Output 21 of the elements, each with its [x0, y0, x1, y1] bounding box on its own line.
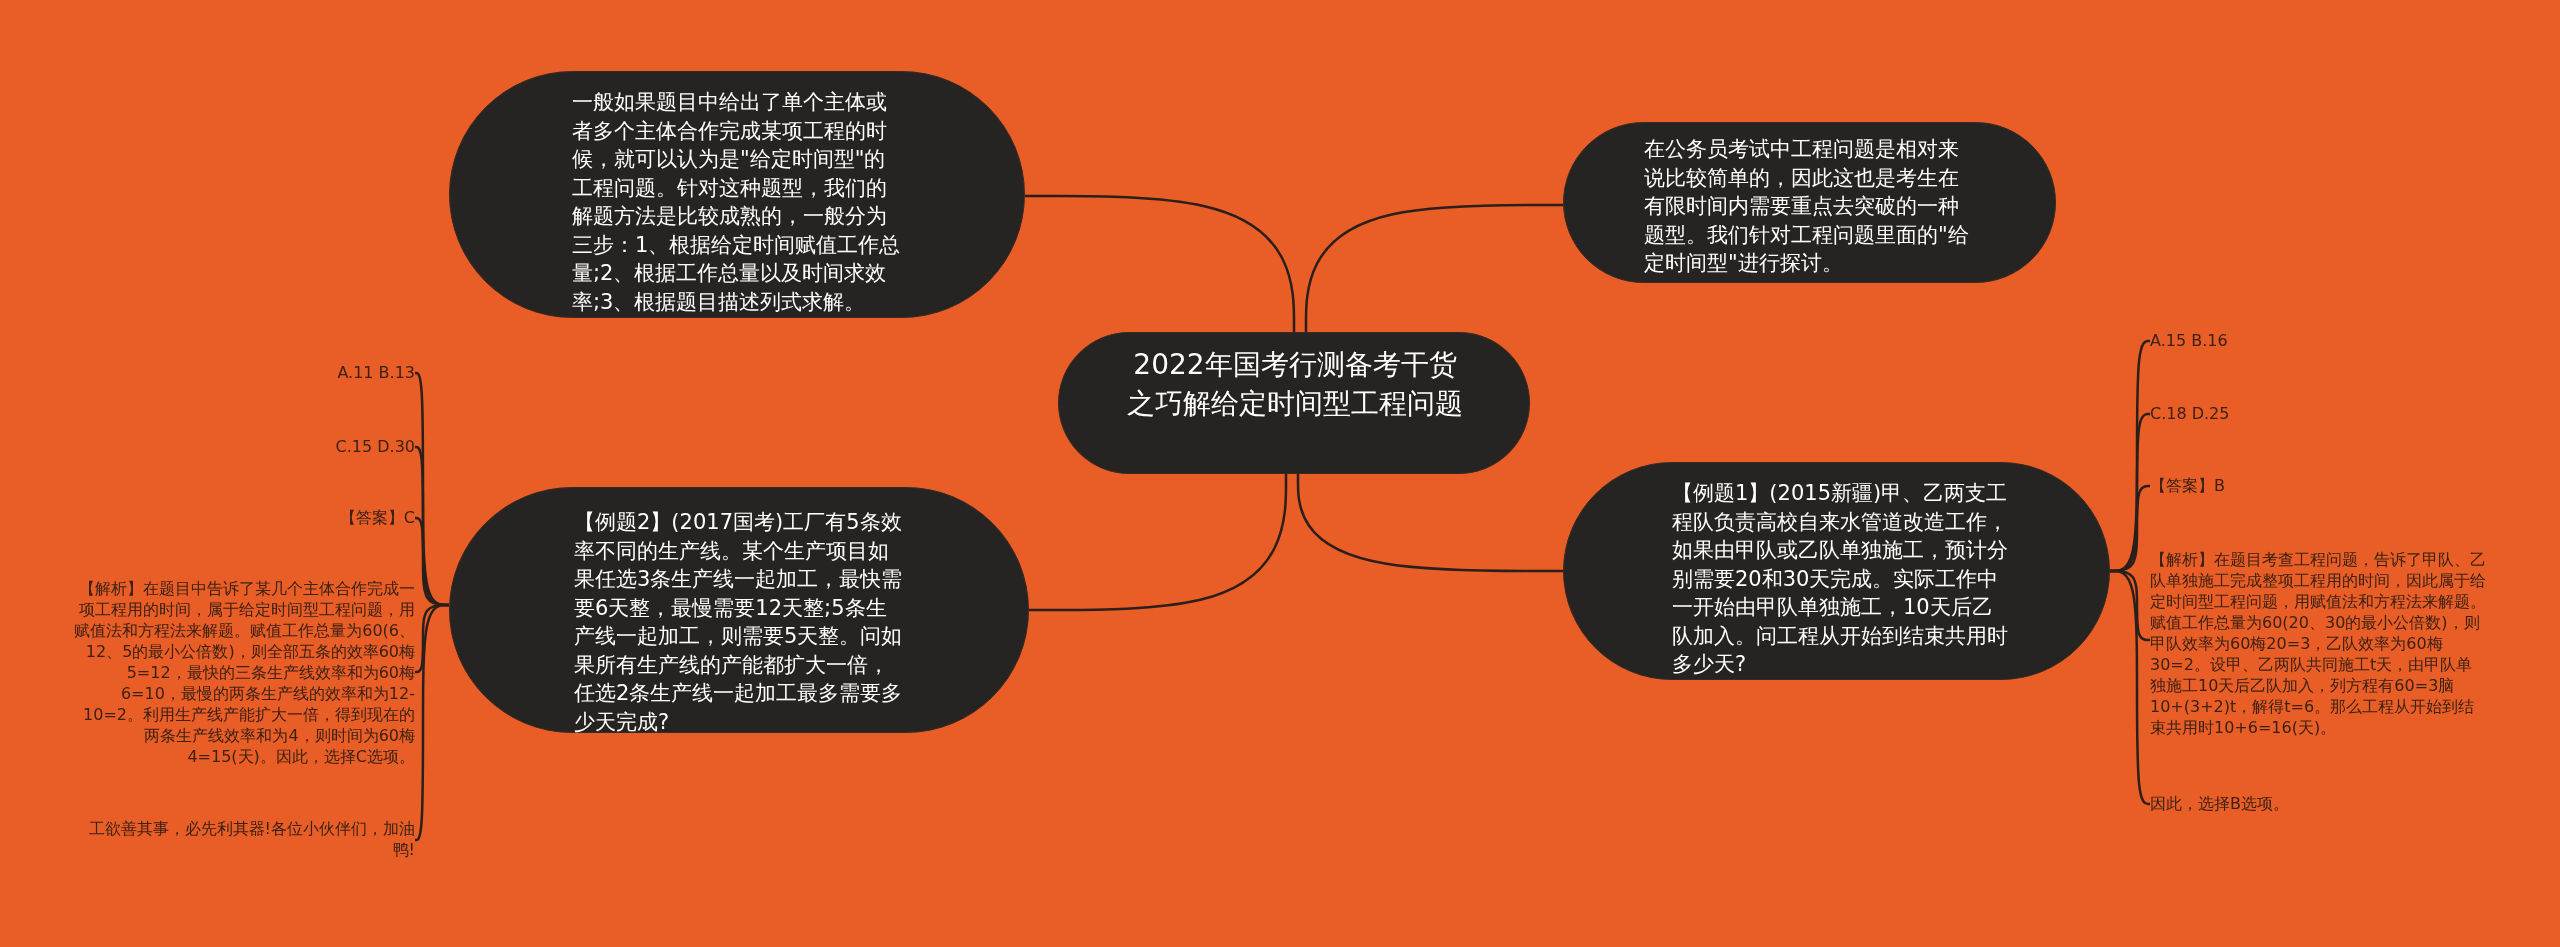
leaf-text: C.15 D.30 — [200, 436, 415, 457]
leaf-text: 【解析】在题目中告诉了某几个主体合作完成一项工程用的时间，属于给定时间型工程问题，用赋值法和方程法来解题。赋值工作总量为60(6、12、5的最小公倍数)，则全部五条的效率60梅5=12，最快的三条生产线效率和为60梅6=10，最慢的两条生产线的效率和为12-10=2。利用生产线产能扩大一倍，得到现在的两条生产线效率和为4，则时间为60梅4=15(天)。因此，选择C选项。 — [73, 578, 415, 767]
topic-text: 一般如果题目中给出了单个主体或者多个主体合作完成某项工程的时候，就可以认为是"给定时间型"的工程问题。针对这种题型，我们的解题方法是比较成熟的，一般分为三步：1、根据给定时间赋值工作总量;2、根据工作总量以及时间求效率;3、根据题目描述列式求解。 — [572, 89, 902, 316]
bracket-connector — [414, 603, 449, 842]
leaf-text: 【解析】在题目考查工程问题，告诉了甲队、乙队单独施工完成整项工程用的时间，因此属于给定时间型工程问题，用赋值法和方程法来解题。赋值工作总量为60(20、30的最小公倍数)，则甲队效率为60梅20=3，乙队效率为60梅30=2。设甲、乙两队共同施工t天，由甲队单独施工10天后乙队加入，列方程有60=3脑10+(3+2)t，解得t=6。那么工程从开始到结束共用时10+6=16(天)。 — [2150, 549, 2488, 738]
leaf-text: 【答案】B — [2150, 475, 2400, 496]
branch-connector — [1304, 203, 1563, 332]
branch-connector — [1296, 474, 1563, 573]
leaf-text: A.15 B.16 — [2150, 330, 2400, 351]
bracket-connector — [2110, 569, 2150, 806]
topic-text: 【例题2】(2017国考)工厂有5条效率不同的生产线。某个生产项目如果任选3条生产线一起加工，最快需要6天整，最慢需要12天整;5条生产线一起加工，则需要5天整。问如果所有生产线的产能都扩大一倍，任选2条生产线一起加工最多需要多少天完成? — [574, 509, 904, 736]
leaf-text: A.11 B.13 — [200, 362, 415, 383]
topic-text: 在公务员考试中工程问题是相对来说比较简单的，因此这也是考生在有限时间内需要重点去突破的一种题型。我们针对工程问题里面的"给定时间型"进行探讨。 — [1644, 136, 1970, 277]
branch-connector — [1029, 474, 1288, 612]
leaf-text: 工欲善其事，必先利其器!各位小伙伴们，加油鸭! — [73, 818, 415, 860]
topic-text: 【例题1】(2015新疆)甲、乙两支工程队负责高校自来水管道改造工作，如果由甲队或乙队单独施工，预计分别需要20和30天完成。实际工作中一开始由甲队单独施工，10天后乙队加入。问工程从开始到结束共用时多少天? — [1672, 480, 2009, 678]
central-topic-text: 2022年国考行测备考干货之巧解给定时间型工程问题 — [1126, 347, 1464, 422]
leaf-text: 【答案】C — [200, 507, 415, 528]
branch-connector — [1025, 194, 1296, 332]
leaf-text: C.18 D.25 — [2150, 403, 2400, 424]
leaf-text: 因此，选择B选项。 — [2150, 793, 2400, 814]
